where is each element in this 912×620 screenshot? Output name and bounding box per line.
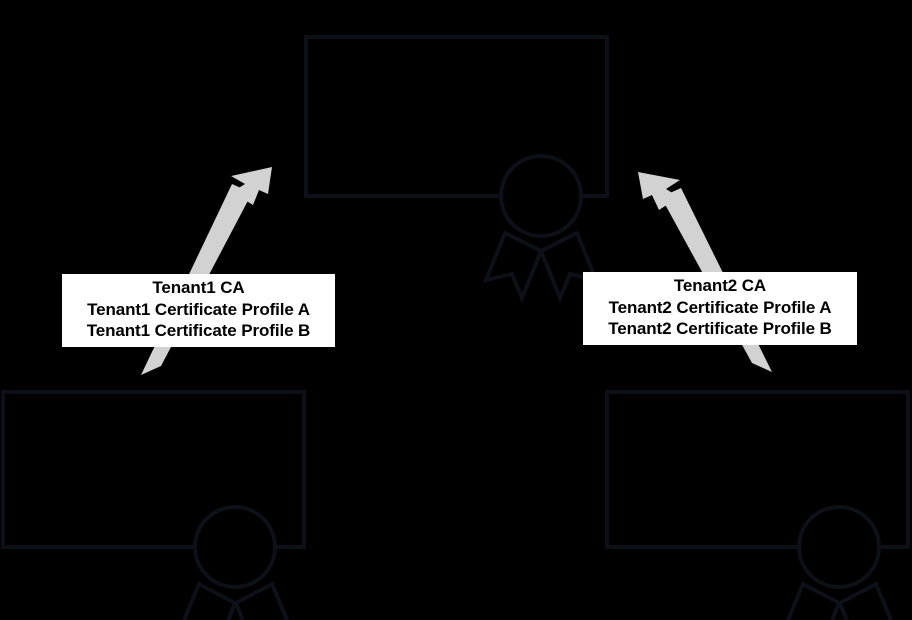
tenant1-ca-label: Tenant1 CA [152,278,245,297]
certificate-icon [605,390,910,620]
tenant1-certificate-profile-b-label: Tenant1 Certificate Profile B [86,321,311,340]
tenant1-label-box: Tenant1 CA Tenant1 Certificate Profile A… [62,274,335,347]
certificate-icon [304,35,609,304]
tenant1-certificate-profile-a-label: Tenant1 Certificate Profile A [87,299,310,319]
tenant2-label-box: Tenant2 CA Tenant2 Certificate Profile A… [583,272,857,345]
tenant2-certificate-profile-a-label: Tenant2 Certificate Profile A [608,297,832,317]
tenant1-certificate-node[interactable] [1,390,306,620]
tenant2-ca-label: Tenant2 CA [673,276,767,295]
tenant2-certificate-profile-b-label: Tenant2 Certificate Profile B [608,319,832,338]
certificate-icon [1,390,306,620]
root-certificate-node[interactable] [304,35,609,304]
tenant2-certificate-node[interactable] [605,390,910,620]
